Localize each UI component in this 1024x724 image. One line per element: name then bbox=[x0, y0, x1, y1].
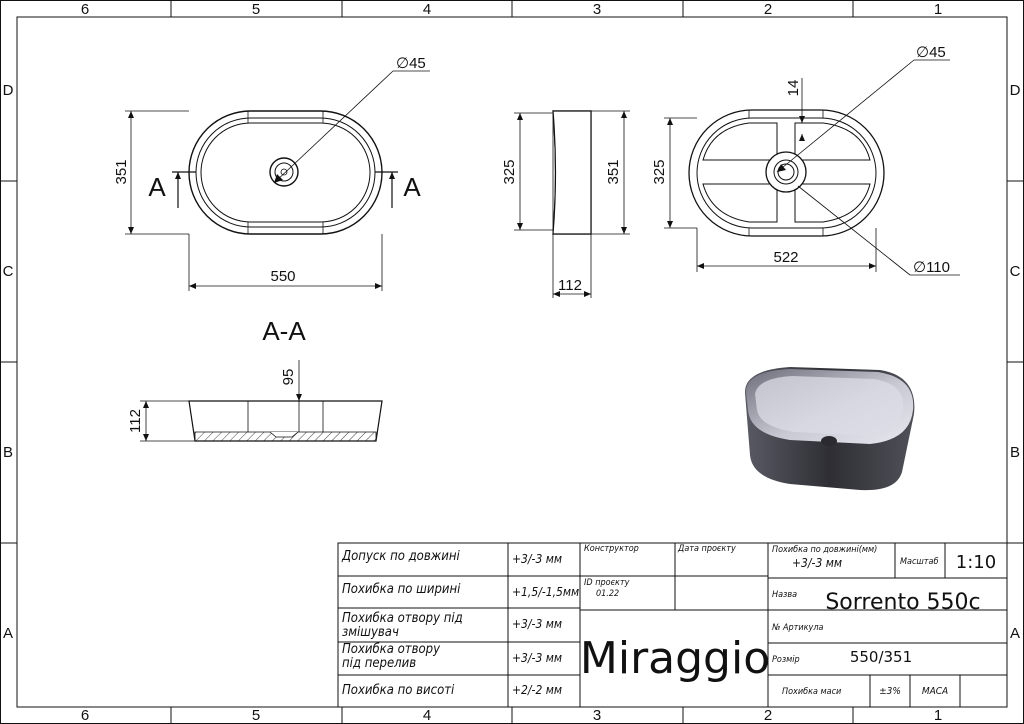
tolerance-value: +3/-3 мм bbox=[512, 552, 562, 566]
frame-column-labels-top: 6 5 4 3 2 1 bbox=[81, 1, 942, 18]
length-tolerance-value: +3/-3 мм bbox=[792, 556, 842, 570]
column-label: 3 bbox=[593, 1, 601, 18]
length-tolerance-label: Похибка по довжині(мм) bbox=[772, 545, 877, 555]
column-label: 5 bbox=[252, 1, 260, 18]
bottom-view-dimensions bbox=[664, 60, 960, 275]
bottom-height-label: 325 bbox=[651, 159, 668, 184]
section-marker-left: A bbox=[148, 172, 166, 202]
bottom-outer-outline bbox=[689, 110, 884, 236]
name-label: Назва bbox=[772, 590, 797, 600]
side-inner-height-label: 325 bbox=[501, 159, 518, 184]
tolerance-label: Похибка по висоті bbox=[342, 683, 455, 698]
mass-tolerance-label: Похибка маси bbox=[782, 687, 841, 697]
row-label: A bbox=[1010, 625, 1020, 642]
mass-tolerance-value: ±3% bbox=[879, 686, 901, 697]
drain-outer bbox=[270, 158, 298, 186]
size-label: Розмір bbox=[772, 655, 800, 665]
row-label: D bbox=[1010, 82, 1021, 99]
section-view bbox=[189, 401, 382, 441]
top-width-label: 550 bbox=[270, 268, 295, 285]
bottom-foot-outline bbox=[697, 118, 876, 228]
basin-3d-render bbox=[744, 367, 915, 491]
side-outer-height-label: 351 bbox=[605, 159, 622, 184]
project-id-value: 01.22 bbox=[596, 589, 619, 599]
tolerance-label: Допуск по довжині bbox=[341, 549, 461, 564]
size-value: 550/351 bbox=[850, 648, 912, 666]
frame-column-labels-bottom: 6 5 4 3 2 1 bbox=[81, 707, 942, 724]
bottom-rib-label: 14 bbox=[785, 80, 802, 97]
side-depth-label: 112 bbox=[558, 277, 582, 294]
bottom-foot-ring bbox=[766, 152, 806, 192]
column-label: 1 bbox=[934, 1, 942, 18]
column-label: 6 bbox=[81, 1, 89, 18]
tolerance-value: +3/-3 мм bbox=[512, 617, 562, 631]
top-height-label: 351 bbox=[113, 159, 130, 184]
bottom-rib-sector bbox=[703, 123, 777, 160]
basin-drain-hole bbox=[821, 436, 837, 446]
article-label: № Артикула bbox=[771, 623, 824, 633]
section-title: A-A bbox=[262, 316, 306, 346]
column-label: 6 bbox=[81, 707, 89, 724]
mass-label: МАСА bbox=[922, 686, 948, 697]
column-label: 3 bbox=[593, 707, 601, 724]
tolerance-table: Допуск по довжині +3/-3 мм Похибка по ши… bbox=[341, 549, 579, 698]
drain-inner bbox=[275, 163, 293, 181]
row-label: C bbox=[3, 263, 14, 280]
section-height-label: 112 bbox=[127, 409, 144, 433]
tolerance-label: Похибка по ширині bbox=[342, 582, 461, 597]
title-block bbox=[338, 543, 1007, 707]
scale-value: 1:10 bbox=[956, 552, 996, 573]
side-view bbox=[553, 111, 591, 234]
section-marker-right: A bbox=[403, 172, 421, 202]
bottom-drain-diameter-label: ∅45 bbox=[916, 44, 946, 61]
tolerance-value: +3/-3 мм bbox=[512, 651, 562, 665]
bottom-drain-outer bbox=[774, 160, 798, 184]
column-label: 4 bbox=[423, 707, 431, 724]
bottom-width-label: 522 bbox=[773, 249, 798, 266]
section-depth-label: 95 bbox=[280, 369, 297, 386]
project-id-label: ID проєкту bbox=[584, 578, 630, 588]
row-label: D bbox=[3, 82, 14, 99]
top-drain-diameter-label: ∅45 bbox=[396, 55, 426, 72]
tolerance-value: +2/-2 мм bbox=[512, 683, 562, 697]
row-label: A bbox=[3, 625, 13, 642]
top-view-dimensions bbox=[125, 71, 430, 291]
column-label: 4 bbox=[423, 1, 431, 18]
bottom-rib-sector bbox=[703, 184, 777, 222]
section-dimensions bbox=[140, 360, 302, 441]
project-date-label: Дата проєкту bbox=[677, 544, 736, 554]
side-view-dimensions bbox=[514, 111, 630, 298]
bottom-rib-sector bbox=[795, 123, 870, 160]
brand-logo: Miraggio bbox=[580, 633, 770, 684]
row-label: B bbox=[3, 444, 13, 461]
bottom-rib-sector bbox=[795, 184, 870, 222]
bottom-foot-diameter-label: ∅110 bbox=[913, 259, 950, 276]
row-label: B bbox=[1010, 444, 1020, 461]
row-label: C bbox=[1010, 263, 1021, 280]
frame-row-labels: D C B A D C B A bbox=[3, 82, 1021, 642]
basin-inner-outline bbox=[201, 123, 370, 222]
designer-label: Конструктор bbox=[584, 544, 639, 554]
scale-label: Масштаб bbox=[900, 557, 938, 567]
column-label: 2 bbox=[764, 1, 772, 18]
column-label: 5 bbox=[252, 707, 260, 724]
bottom-view bbox=[689, 110, 884, 236]
tolerance-value: +1,5/-1,5мм bbox=[512, 585, 579, 599]
column-label: 1 bbox=[934, 707, 942, 724]
product-name: Sorrento 550c bbox=[825, 590, 980, 615]
column-label: 2 bbox=[764, 707, 772, 724]
